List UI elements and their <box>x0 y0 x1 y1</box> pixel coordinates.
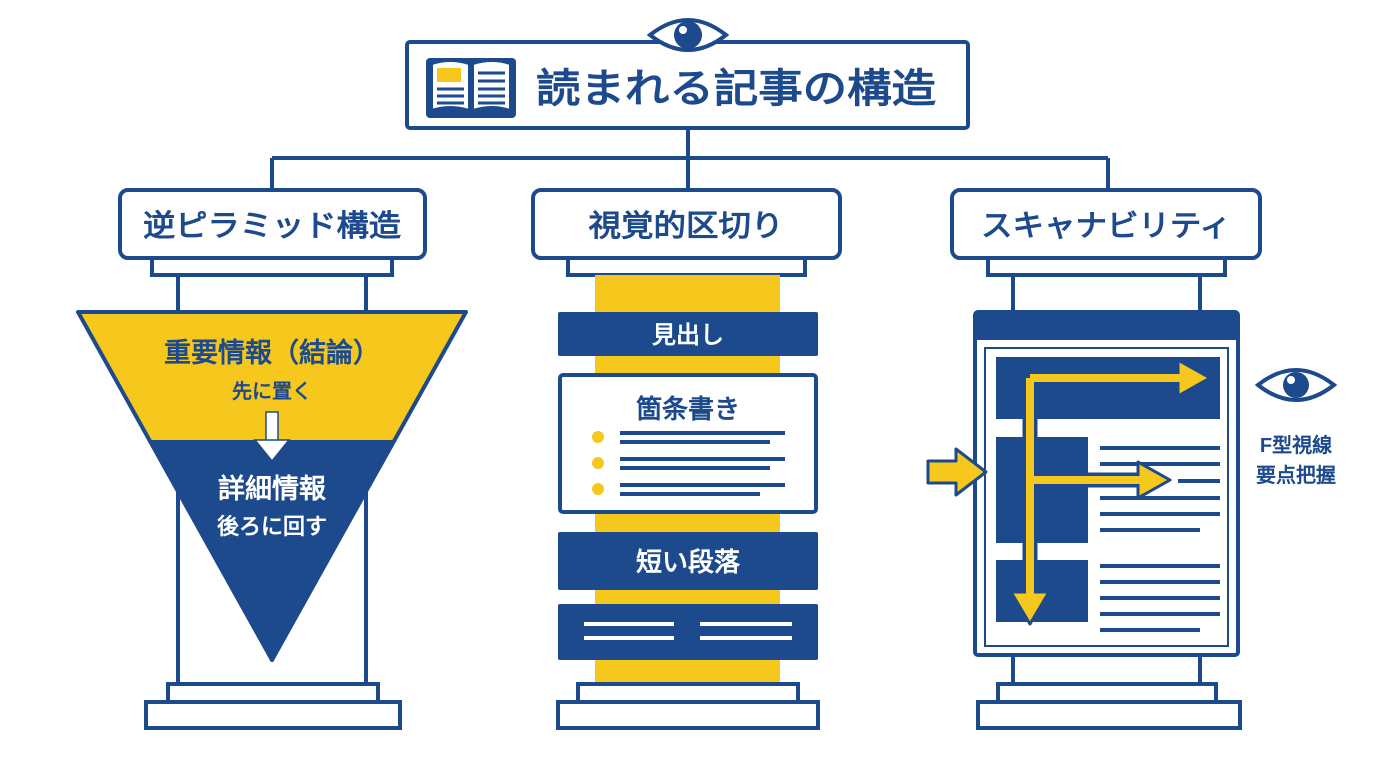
document-header-bar <box>975 312 1238 340</box>
pillar-visual-breaks: 視覚的区切り 見出し 箇条書き 短い段落 <box>531 188 842 730</box>
bullets-block: 箇条書き <box>558 373 818 514</box>
eye-iris <box>674 21 702 49</box>
side-eye-icon <box>1254 368 1338 402</box>
document-middle-block <box>996 437 1088 543</box>
eye-iris <box>1283 372 1309 398</box>
pillar-inverted-pyramid: 逆ピラミッド構造 重要情報（結論） 先に置く 詳細情報 後ろに回す <box>76 188 468 730</box>
pillar-base-bottom <box>556 700 820 730</box>
arrow-head <box>253 439 291 463</box>
f-pattern-arrows <box>1009 358 1212 626</box>
inverted-pyramid <box>76 310 468 662</box>
heading-bar <box>558 312 818 356</box>
pillar-scannability: スキャナビリティ <box>926 188 1338 730</box>
pyramid-bottom-sub: 後ろに回す <box>217 514 327 539</box>
book-text-lines <box>437 71 505 105</box>
pyramid-top-label: 重要情報（結論） <box>164 337 380 368</box>
pyramid-bottom-section <box>149 440 395 660</box>
pyramid-top-section <box>78 312 466 440</box>
f-pattern-fill <box>1026 374 1182 598</box>
title-box: 読まれる記事の構造 <box>405 40 970 130</box>
arrow-right-icon <box>926 447 988 497</box>
page-title: 読まれる記事の構造 <box>536 67 936 111</box>
book-highlight <box>437 68 461 82</box>
side-label-f-pattern: F型視線 <box>1260 433 1332 457</box>
pillar-heading: 逆ピラミッド構造 <box>143 209 401 243</box>
pillar-base-bottom <box>144 700 402 730</box>
paragraph-lines <box>584 622 792 640</box>
pyramid-bottom-label: 詳細情報 <box>218 473 327 504</box>
short-paragraph-bar <box>558 532 818 590</box>
eye-highlight <box>1287 376 1295 384</box>
eye-icon <box>646 18 730 52</box>
bullet-text-lines <box>620 431 785 496</box>
heading-block: 見出し <box>558 312 818 356</box>
pillar-base-bottom <box>976 700 1242 730</box>
open-book-icon <box>426 58 516 118</box>
connector-lines <box>270 128 1110 190</box>
paragraph-sample-block <box>558 604 818 660</box>
heading-block-label: 見出し <box>652 322 724 349</box>
pillar-base-top <box>166 682 380 704</box>
eye-highlight <box>679 26 687 34</box>
paragraph-sample-bar <box>558 604 818 660</box>
pillar-base-top <box>576 682 800 704</box>
short-paragraph-label: 短い段落 <box>636 547 741 577</box>
bullets-block-label: 箇条書き <box>636 394 740 424</box>
bullet-dot <box>592 483 604 495</box>
pillar-base-top <box>996 682 1218 704</box>
document-text-lines <box>1100 446 1220 632</box>
pillar-heading: スキャナビリティ <box>981 210 1231 243</box>
bullet-dot <box>592 431 604 443</box>
bullet-dot <box>592 457 604 469</box>
document-inner-frame <box>984 347 1229 647</box>
arrow-stem <box>265 411 279 443</box>
pyramid-outline <box>76 310 468 662</box>
pyramid-top-sub: 先に置く <box>232 379 312 403</box>
short-paragraph-block: 短い段落 <box>558 532 818 590</box>
pillar-capital <box>566 256 807 277</box>
pillar-heading: 視覚的区切り <box>589 210 784 243</box>
pillar-capital <box>986 256 1227 277</box>
arrow-down-icon <box>253 411 291 463</box>
side-label-key-points: 要点把握 <box>1256 463 1336 487</box>
pillar-capital <box>150 256 394 277</box>
